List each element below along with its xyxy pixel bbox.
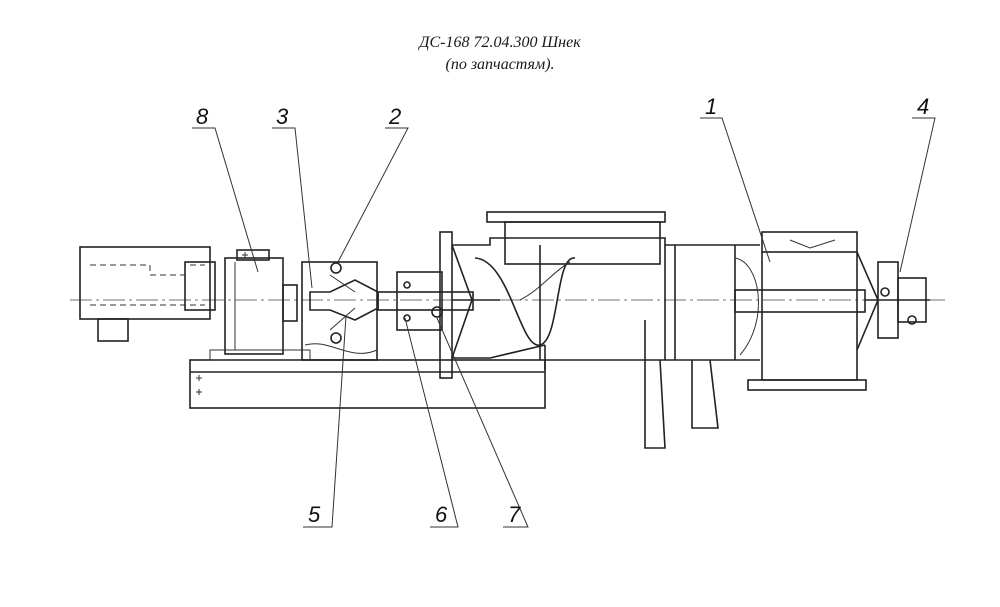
- drive-shaft: [377, 271, 474, 331]
- leader-lines: [192, 117, 936, 528]
- callout-7: 7: [508, 502, 521, 527]
- callout-3: 3: [276, 104, 289, 129]
- gearbox: [224, 249, 298, 355]
- coupling-housing: [301, 261, 379, 361]
- base-frame: [189, 349, 546, 409]
- screw-trough: [439, 211, 760, 379]
- outlet-housing: [734, 231, 879, 391]
- end-bearing: [865, 261, 930, 339]
- callout-6: 6: [435, 502, 448, 527]
- support-legs: [644, 320, 719, 449]
- callout-4: 4: [917, 94, 929, 119]
- drawing-title: ДС-168 72.04.300 Шнек: [419, 34, 581, 51]
- callout-1: 1: [705, 94, 717, 119]
- electric-motor: [79, 246, 216, 342]
- callout-2: 2: [388, 104, 401, 129]
- callout-5: 5: [308, 502, 321, 527]
- drawing-subtitle: (по запчастям).: [445, 56, 555, 73]
- callout-8: 8: [196, 104, 209, 129]
